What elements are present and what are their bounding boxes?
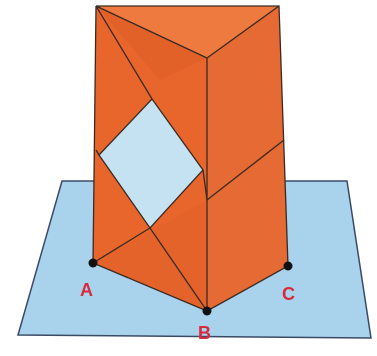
front-face-lower-shade [93,200,207,311]
point-a [88,258,98,268]
diag-front-mid [202,169,208,201]
prism-right-face [207,6,288,311]
window-edge [98,97,204,230]
square-window [99,99,203,228]
point-b [202,306,212,316]
top-front-edge [95,5,208,59]
outer-edge [92,5,289,312]
label-b: B [198,323,211,343]
diag-front-lower2 [149,227,208,312]
top-right-edge [206,5,280,59]
label-a: A [80,280,93,300]
diag-front-lower [92,227,151,264]
front-face-upper-shade [96,6,207,80]
label-c: C [282,284,295,304]
prism-edges [92,5,289,312]
diag-top [95,5,153,100]
point-c [283,261,293,271]
diag-right-face [206,139,285,201]
diag-left [95,149,100,156]
prism-top-face [96,6,279,58]
